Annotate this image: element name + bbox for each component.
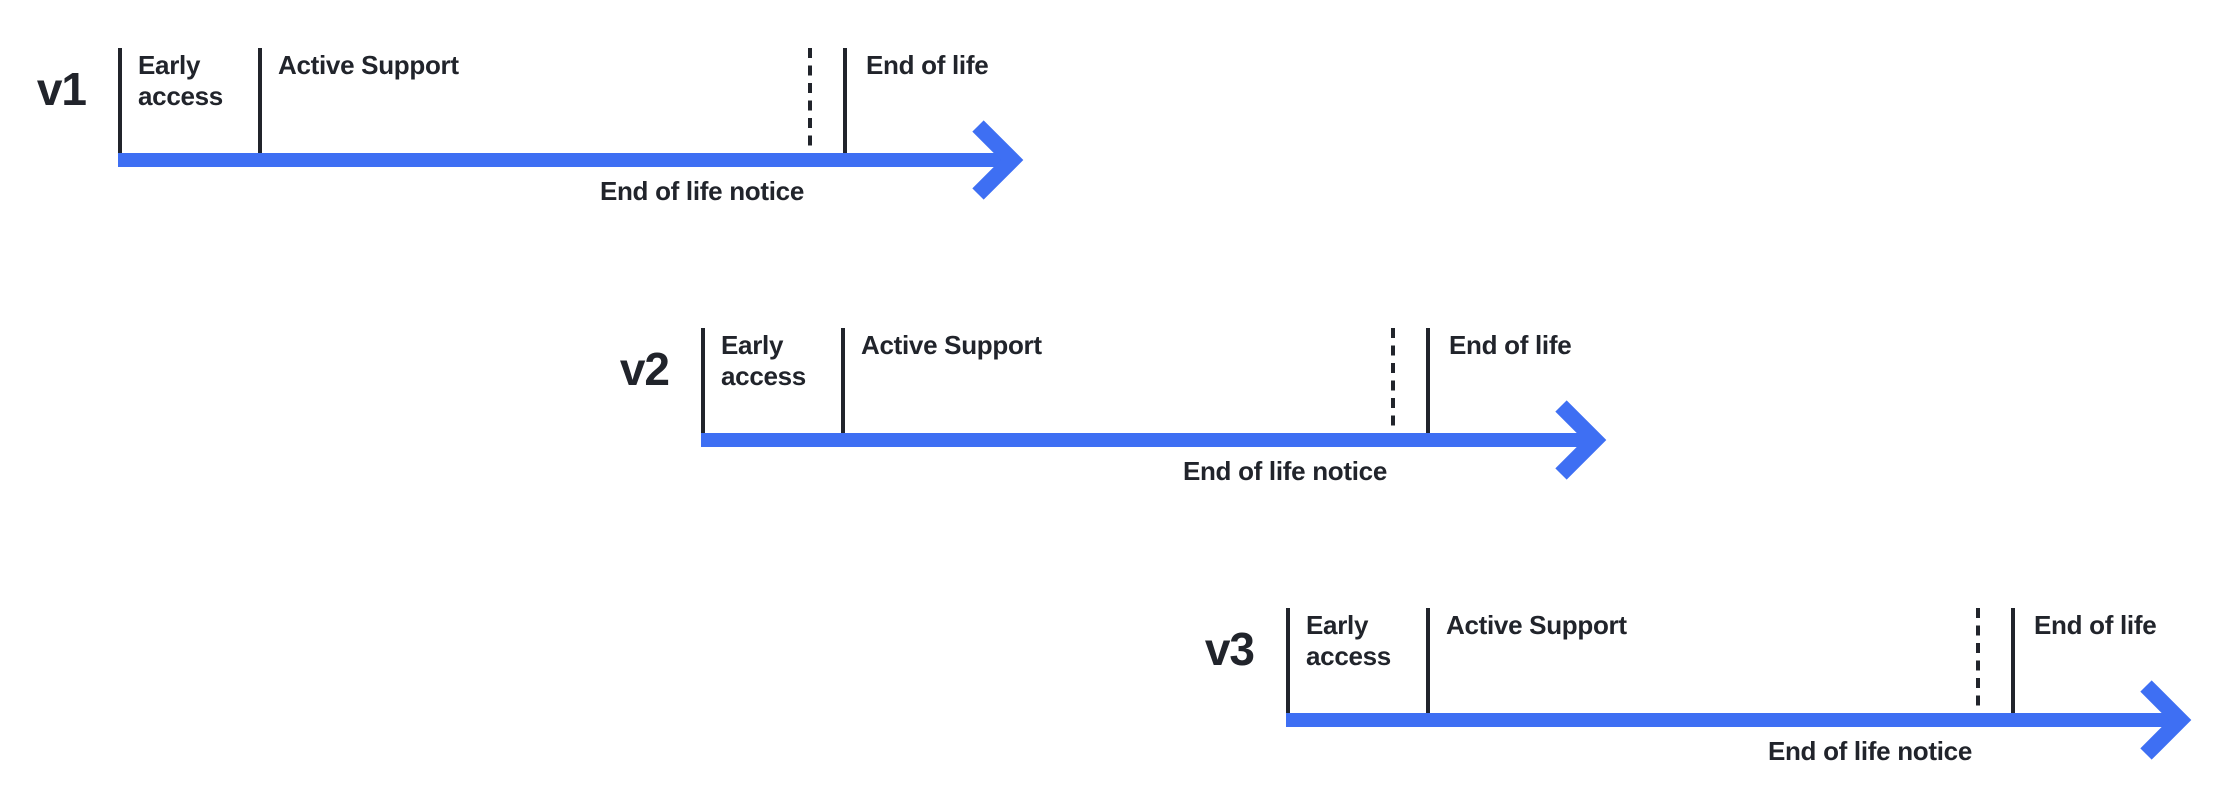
timeline-arrowhead-icon	[1555, 400, 1607, 480]
timeline-v3: v3 Early access Active Support End of li…	[1205, 608, 2216, 808]
timeline-arrowhead-icon	[2140, 680, 2192, 760]
timeline-arrowhead-icon	[972, 120, 1024, 200]
early-access-label: Early access	[721, 330, 806, 391]
version-label-v2: v2	[619, 343, 670, 395]
early-access-label: Early access	[138, 50, 223, 111]
active-support-label: Active Support	[1446, 610, 1627, 640]
active-support-label: Active Support	[861, 330, 1042, 360]
timeline-graphic-v1	[118, 48, 1024, 200]
end-of-life-label: End of life	[1449, 330, 1572, 360]
timeline-arrow	[118, 120, 1024, 200]
timeline-arrow	[1286, 680, 2192, 760]
end-of-life-label: End of life	[866, 50, 989, 80]
timeline-graphic-v2	[701, 328, 1607, 480]
active-support-label: Active Support	[278, 50, 459, 80]
early-access-label: Early access	[1306, 610, 1391, 671]
end-of-life-notice-label: End of life notice	[599, 176, 804, 206]
timeline-v2: v2 Early access Active Support End of li…	[620, 328, 1631, 528]
end-of-life-notice-label: End of life notice	[1767, 736, 1972, 766]
version-label-v1: v1	[36, 63, 87, 115]
timeline-graphic-v3	[1286, 608, 2192, 760]
version-label-v3: v3	[1204, 623, 1255, 675]
timeline-arrow	[701, 400, 1607, 480]
end-of-life-label: End of life	[2034, 610, 2157, 640]
end-of-life-notice-label: End of life notice	[1182, 456, 1387, 486]
timeline-v1: v1 Early access Active Support End of li…	[37, 48, 1048, 248]
